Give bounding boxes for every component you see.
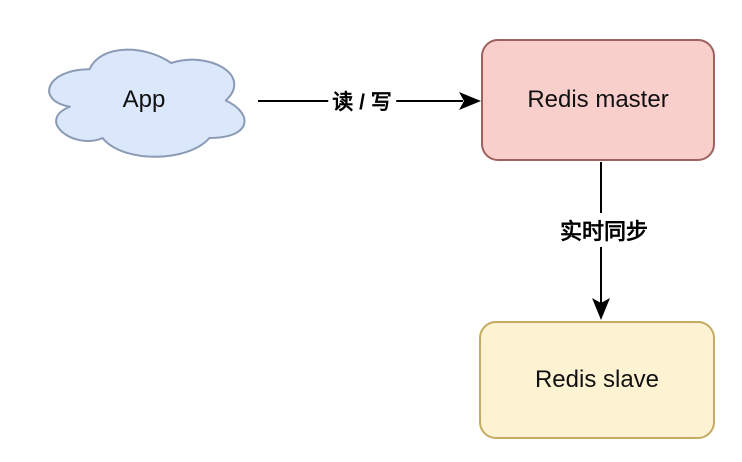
app-cloud-shape <box>48 48 246 158</box>
redis-slave-box <box>479 321 715 439</box>
edge-app-to-master-arrowhead <box>459 92 481 110</box>
edge-master-to-slave-arrowhead <box>592 298 610 320</box>
redis-master-box <box>481 39 715 161</box>
